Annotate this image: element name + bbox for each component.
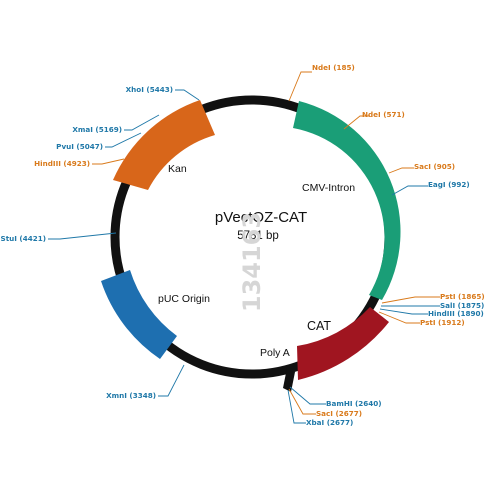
- cat-arrow[interactable]: [297, 307, 389, 380]
- site-bamhi-2640[interactable]: BamHI (2640): [326, 399, 382, 408]
- kan-label: Kan: [168, 163, 187, 175]
- leader-psti-1865: [381, 296, 440, 304]
- leader-ndei-185: [288, 71, 312, 102]
- leader-pvui-5047: [105, 132, 142, 148]
- cmv-intron-label: CMV-Intron: [302, 182, 355, 194]
- leader-stui-4421: [48, 232, 117, 240]
- leader-saci-905: [388, 167, 414, 174]
- leader-bamhi-2640: [289, 386, 326, 405]
- site-ndei-185[interactable]: NdeI (185): [312, 63, 355, 72]
- leader-saci-2677: [288, 388, 316, 415]
- puc-origin-arrow[interactable]: [101, 270, 177, 359]
- cat-label: CAT: [307, 319, 331, 333]
- site-stui-4421[interactable]: StuI (4421): [1, 234, 46, 243]
- leader-eagi-992: [391, 185, 428, 196]
- site-eagi-992[interactable]: EagI (992): [428, 180, 470, 189]
- plasmid-size: 5781 bp: [237, 230, 279, 242]
- kan-arrow[interactable]: [113, 100, 215, 190]
- site-pvui-5047[interactable]: PvuI (5047): [56, 142, 103, 151]
- leader-xbai-2677: [287, 389, 306, 424]
- leader-psti-1912: [378, 311, 420, 324]
- site-xhoi-5443[interactable]: XhoI (5443): [126, 85, 173, 94]
- leader-ndei-571: [343, 115, 370, 130]
- leader-xhoi-5443: [175, 89, 200, 101]
- site-ndei-571[interactable]: NdeI (571): [362, 110, 405, 119]
- leader-xmni-3348: [158, 364, 185, 397]
- site-saci-2677[interactable]: SacI (2677): [316, 409, 362, 418]
- site-saci-905[interactable]: SacI (905): [414, 162, 455, 171]
- leader-hindiii-4923: [92, 158, 125, 165]
- poly-a-marker: [283, 368, 295, 392]
- site-xbai-2677[interactable]: XbaI (2677): [306, 418, 353, 427]
- site-psti-1912[interactable]: PstI (1912): [420, 318, 465, 327]
- puc-origin-label: pUC Origin: [158, 293, 210, 305]
- site-xmai-5169[interactable]: XmaI (5169): [72, 125, 122, 134]
- site-leader-lines: [48, 71, 440, 424]
- site-hindiii-4923[interactable]: HindIII (4923): [34, 159, 90, 168]
- site-sali-1875[interactable]: SalI (1875): [440, 301, 484, 310]
- site-xmni-3348[interactable]: XmnI (3348): [106, 391, 156, 400]
- poly-a-label: Poly A: [260, 347, 290, 359]
- site-psti-1865[interactable]: PstI (1865): [440, 292, 485, 301]
- plasmid-name: pVectOZ-CAT: [215, 209, 307, 226]
- leader-xmai-5169: [124, 114, 160, 131]
- leader-hindiii-1890: [379, 308, 428, 315]
- watermark-text: 134163: [238, 212, 266, 312]
- cmv-intron-arrow[interactable]: [293, 101, 401, 300]
- site-hindiii-1890[interactable]: HindIII (1890): [428, 309, 484, 318]
